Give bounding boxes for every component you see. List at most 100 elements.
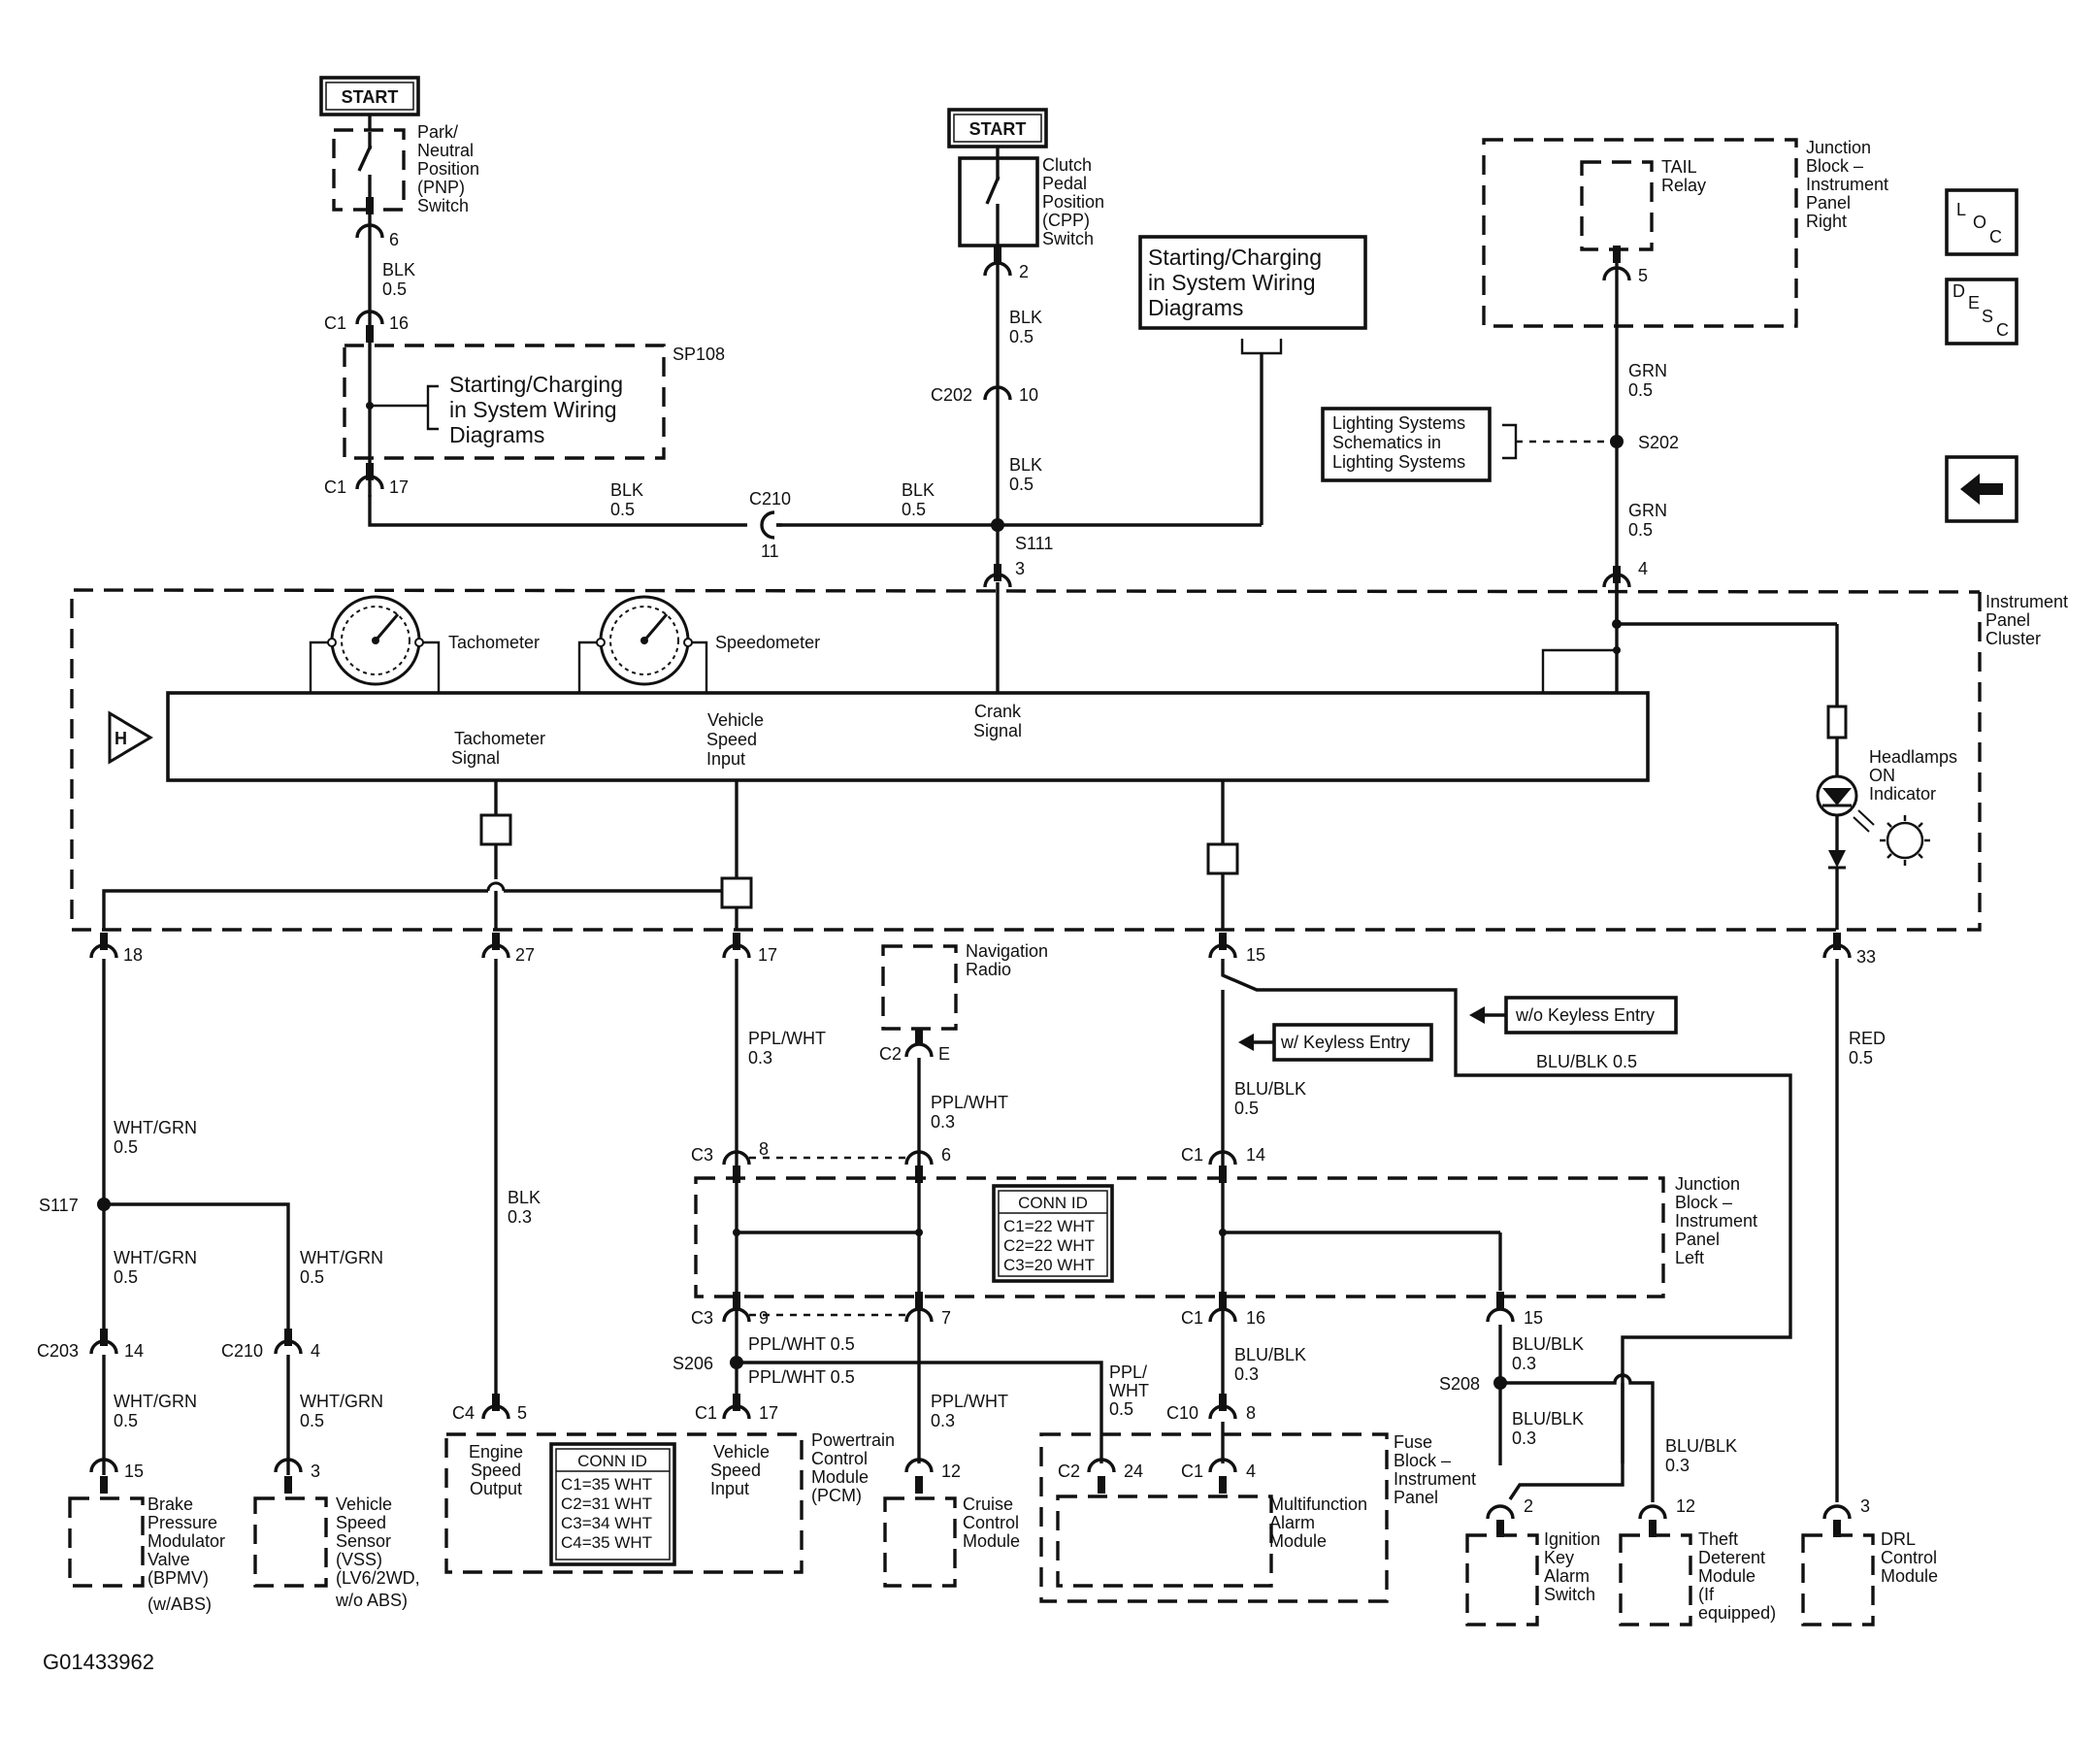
speedometer-gauge-icon [577,595,708,693]
jb-ip-left-box [694,1176,1665,1298]
wire-label: BLU/BLK [1512,1334,1584,1354]
svg-text:w/ Keyless Entry: w/ Keyless Entry [1280,1033,1410,1052]
crank-signal-label: Crank Signal [973,702,1022,740]
svg-text:Signal: Signal [451,748,500,768]
cluster-title: Instrument Panel Cluster [1985,592,2068,648]
wire-label: BLK [902,480,935,500]
pin-label: 17 [759,1403,778,1423]
fuse-block-box [1039,1432,1389,1603]
vehicle-speed-input-label: Vehicle Speed Input [706,710,764,769]
svg-text:Diagrams: Diagrams [1148,295,1243,320]
wire-blu-blk-wo-keyless [1221,959,1792,1463]
wire-label: WHT/GRN [114,1248,197,1267]
pin-label: 27 [515,945,535,965]
svg-text:Engine: Engine [469,1442,523,1462]
svg-text:DRL: DRL [1881,1529,1916,1549]
cruise-control-module-label: Cruise Control Module [963,1495,1020,1551]
svg-text:Ignition: Ignition [1544,1529,1600,1549]
wire-gauge: 0.5 [114,1267,138,1287]
svg-text:Multifunction: Multifunction [1269,1495,1367,1514]
svg-text:(BPMV): (BPMV) [148,1568,209,1588]
wire-gauge: 0.3 [1512,1429,1536,1448]
pin-label: 24 [1124,1462,1143,1481]
svg-text:Vehicle: Vehicle [713,1442,770,1462]
bpmv-box [68,1496,145,1588]
wire-label: RED [1849,1029,1886,1048]
connector-c1: C1 [695,1403,717,1423]
connector-c1: C1 [324,313,346,333]
pin-label: 2 [1019,262,1029,281]
svg-text:Neutral: Neutral [417,141,474,160]
wire-label: BLK [508,1188,541,1207]
wire-label: BLU/BLK [1234,1345,1306,1364]
svg-text:(PNP): (PNP) [417,178,465,197]
multifunction-alarm-module-box [1056,1495,1273,1588]
connector-c210: C210 [221,1341,263,1361]
svg-text:Starting/Charging: Starting/Charging [449,372,623,397]
wire-gauge: 0.5 [1849,1048,1873,1068]
svg-text:E: E [1968,293,1980,312]
pnp-switch-contact [357,145,373,172]
figure-id: G01433962 [43,1650,154,1674]
splice-s206: S206 [673,1354,713,1373]
svg-text:Crank: Crank [974,702,1022,721]
wire-gauge: 0.5 [300,1411,324,1430]
cruise-control-module-box [883,1496,957,1588]
wire-gauge: 0.3 [508,1207,532,1227]
svg-text:CONN ID: CONN ID [1018,1194,1088,1212]
resistor [1826,705,1848,739]
svg-text:Left: Left [1675,1248,1704,1267]
pin-label: E [938,1044,950,1064]
wire-gauge: 0.3 [931,1112,955,1132]
wire-label: BLU/BLK 0.5 [1536,1052,1637,1071]
svg-text:C4=35 WHT: C4=35 WHT [561,1533,652,1552]
ref-starting-charging-a[interactable]: Starting/Charging in System Wiring Diagr… [449,372,623,447]
pin-label: 3 [1860,1496,1870,1516]
svg-text:Switch: Switch [417,196,469,215]
svg-text:w/o ABS): w/o ABS) [335,1591,408,1610]
svg-text:(LV6/2WD,: (LV6/2WD, [336,1568,420,1588]
svg-text:S: S [1982,307,1993,326]
ref-starting-charging-b[interactable] [1138,235,1367,330]
wire-gauge: 0.5 [1009,327,1034,346]
svg-text:Deterent: Deterent [1698,1548,1765,1567]
wire-label: GRN [1628,361,1667,380]
pin-label: 8 [1246,1403,1256,1423]
svg-text:Junction: Junction [1806,138,1871,157]
wire-label: GRN [1628,501,1667,520]
svg-text:L: L [1956,200,1966,219]
pin-label: 8 [759,1139,769,1159]
pin-label: 12 [1676,1496,1695,1516]
svg-text:Pedal: Pedal [1042,174,1087,193]
svg-text:Instrument: Instrument [1675,1211,1757,1231]
connector-c1: C1 [324,477,346,497]
svg-text:Right: Right [1806,212,1847,231]
wire-gauge: 0.3 [1234,1364,1259,1384]
svg-text:Cruise: Cruise [963,1495,1013,1514]
svg-text:Module: Module [1698,1566,1755,1586]
svg-text:Diagrams: Diagrams [449,422,544,447]
bpmv-label: Brake Pressure Modulator Valve (BPMV) (w… [148,1495,225,1614]
svg-text:START: START [969,119,1027,139]
jb-ip-left-label: Junction Block – Instrument Panel Left [1675,1174,1757,1267]
connector-c10: C10 [1166,1403,1198,1423]
svg-text:Lighting Systems: Lighting Systems [1332,452,1465,472]
svg-text:w/o Keyless Entry: w/o Keyless Entry [1515,1005,1655,1025]
svg-text:START: START [342,87,399,107]
desc-icon[interactable]: D E S C [1945,278,2018,345]
pin-label: 4 [1638,559,1648,578]
wire-label: WHT/GRN [300,1248,383,1267]
svg-text:Module: Module [811,1467,869,1487]
drl-control-module-box [1801,1533,1875,1626]
navigation-radio-label: Radio [966,960,1011,979]
loc-icon[interactable]: L O C [1945,188,2018,256]
svg-text:Switch: Switch [1042,229,1094,248]
wire-label: PPL/WHT [931,1392,1008,1411]
back-arrow-icon[interactable] [1945,455,2018,523]
ground-h-icon: H [108,710,153,765]
jb-ip-right-label: Junction Block – Instrument Panel Right [1806,138,1888,231]
ref-lighting-systems[interactable] [1321,407,1492,482]
svg-text:Park/: Park/ [417,122,458,142]
theft-deterent-module-box [1619,1533,1692,1626]
connector-c2: C2 [1058,1462,1080,1481]
